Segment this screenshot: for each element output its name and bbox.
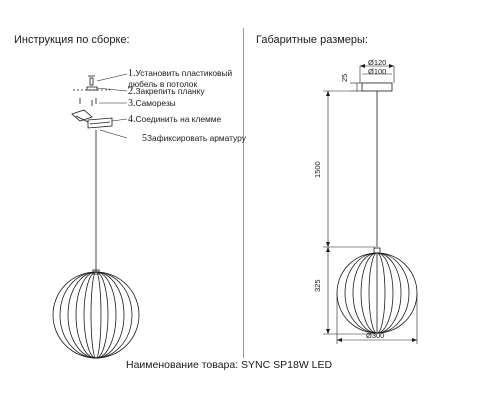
instructions-title: Инструкция по сборке:	[14, 34, 130, 46]
step-4-text: Соединить на клемме	[135, 114, 222, 124]
sphere-height: 325	[313, 279, 322, 292]
canopy-height: 25	[340, 73, 349, 82]
screws-icon	[79, 98, 97, 106]
dimension-lines	[323, 65, 418, 344]
dimension-arrows	[326, 64, 417, 342]
step-3-text: Саморезы	[135, 98, 176, 108]
sphere-diameter: Ø300	[366, 331, 385, 340]
dimensions-title: Габаритные размеры:	[256, 34, 368, 46]
step-2-number: 2.	[128, 86, 136, 97]
step-5-number: 5	[142, 133, 147, 144]
step-5-label: 5Зафиксировать арматуру	[142, 133, 246, 144]
mounting-bracket-icon	[73, 86, 110, 91]
canopy-right	[361, 82, 393, 92]
step-1-label: 1.Установить пластиковый дюбель в потоло…	[128, 68, 232, 89]
left-sphere	[52, 269, 140, 359]
canopy-terminal-icon	[71, 109, 113, 129]
step-1-number: 1.	[128, 68, 136, 79]
step-3-label: 3.Саморезы	[128, 98, 176, 109]
right-sphere	[336, 247, 418, 334]
canopy-inner-diameter: Ø100	[368, 67, 387, 76]
step-4-number: 4.	[128, 114, 136, 125]
dowel-icon	[88, 75, 95, 86]
product-name: Наименование товара: SYNC SP18W LED	[126, 359, 333, 371]
step-2-label: 2.Закрепить планку	[128, 86, 205, 97]
cord-length: 1500	[313, 161, 322, 178]
step-3-number: 3.	[128, 98, 136, 109]
leader-lines	[96, 73, 128, 139]
step-1-text-line2: дюбель в потолок	[128, 79, 198, 89]
step-4-label: 4.Соединить на клемме	[128, 114, 221, 125]
step-2-text: Закрепить планку	[135, 86, 205, 96]
step-1-text: Установить пластиковый	[135, 68, 233, 78]
step-5-text: Зафиксировать арматуру	[147, 133, 246, 143]
panel-divider	[243, 28, 244, 358]
canopy-outer-diameter: Ø120	[368, 58, 387, 67]
